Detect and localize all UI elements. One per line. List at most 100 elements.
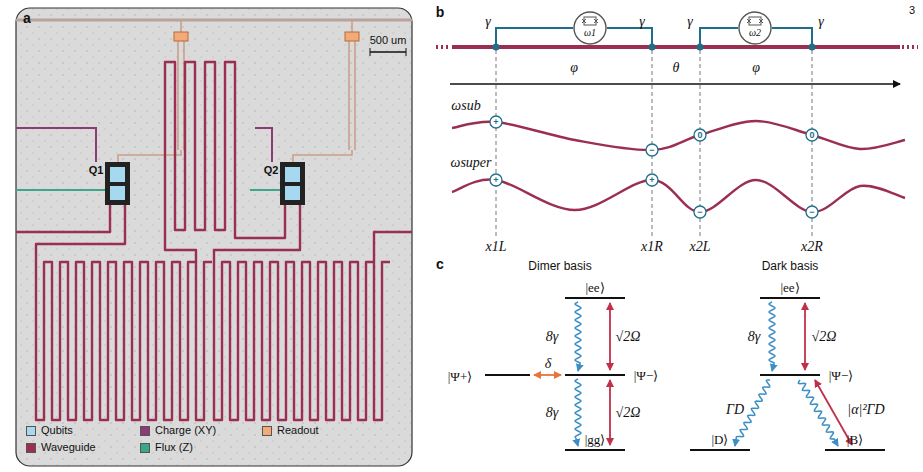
drawing-part: [565, 374, 625, 376]
mode-label: ωsuper: [451, 156, 492, 170]
drawing-part: [36, 205, 125, 262]
basis-title: Dimer basis: [528, 260, 591, 272]
frequency-label: ω1: [584, 28, 596, 38]
drawing-part: [36, 262, 212, 420]
phase-label: φ: [570, 61, 578, 75]
drawing-part: [646, 174, 658, 186]
drawing-part: [110, 167, 125, 182]
drawing-part: [180, 20, 182, 32]
drawing-part: [16, 189, 105, 191]
drawing-part: [496, 28, 573, 47]
scale-bar: [370, 51, 406, 53]
qubit: [105, 162, 305, 205]
mode-label: ωsub: [451, 99, 480, 113]
state-label: |Ψ+⟩: [448, 370, 473, 383]
coupling-rate: γ: [639, 15, 645, 29]
drawing-part: [565, 449, 625, 451]
drawing-part: [374, 232, 412, 262]
sign-mark: 0: [697, 131, 702, 140]
drawing-part: [697, 44, 704, 51]
frequency-label: ω2: [749, 28, 761, 38]
state-label: |ee⟩: [780, 281, 799, 294]
sign-mark: −: [697, 208, 702, 217]
drawing-part: [293, 41, 355, 162]
drawing-part: [280, 162, 305, 205]
sign-mark: −: [649, 146, 654, 155]
drawing-part: [609, 380, 611, 445]
phase-label: θ: [673, 61, 680, 75]
waveguide: [452, 45, 900, 49]
phase-label: φ: [752, 61, 760, 75]
decay-rate: |α|²ΓD: [847, 403, 884, 417]
decay-rate: 8γ: [546, 406, 559, 420]
legend-swatch: [26, 426, 36, 436]
drawing-part: [760, 374, 820, 376]
sign-mark: 0: [809, 131, 814, 140]
panel-letter: a: [23, 11, 31, 25]
drawing-part: [105, 162, 130, 205]
page-number: 3: [909, 5, 915, 16]
sign-mark: +: [493, 176, 498, 185]
guide-line: [496, 50, 812, 236]
readout-pad: [345, 32, 359, 41]
drawing-part: [806, 129, 818, 141]
drawing-part: [496, 50, 497, 236]
charge-line: [16, 128, 272, 162]
drawing-part: [809, 44, 816, 51]
qubit-circle: ω2: [738, 11, 772, 45]
readout-pad: [174, 32, 188, 41]
coupling-rate: γ: [485, 15, 491, 29]
decay-arrow: [798, 380, 838, 446]
detuning-arrow: [534, 374, 561, 376]
drawing-part: [609, 303, 611, 370]
drawing-part: [351, 20, 353, 32]
drawing-part: [285, 186, 300, 200]
drawing-part: [16, 205, 110, 232]
drawing-part: [700, 28, 738, 47]
waveguide: [16, 62, 412, 420]
drawing-part: [214, 205, 300, 262]
legend-text: Waveguide: [41, 442, 96, 453]
drawing-part: [490, 174, 502, 186]
drawing-part: [285, 167, 300, 182]
qubit-circle: ω1: [573, 11, 607, 45]
legend-swatch: [262, 426, 272, 436]
sign-marker: [490, 116, 818, 218]
decay-arrow: [575, 379, 581, 446]
sign-mark: −: [809, 208, 814, 217]
drawing-part: [250, 189, 280, 191]
decay-arrow: [769, 302, 775, 371]
legend-text: Readout: [277, 425, 319, 436]
drawing-part: [652, 50, 653, 236]
drawing-part: [694, 129, 706, 141]
drive-rate: √2Ω: [616, 330, 641, 344]
position-axis: [450, 83, 900, 85]
drawing-part: [493, 44, 500, 51]
drawing-part: [806, 206, 818, 218]
legend-text: Charge (XY): [155, 425, 216, 436]
drawing-part: [649, 44, 656, 51]
drive-rate: √2Ω: [616, 406, 641, 420]
drawing-part: [825, 449, 885, 451]
legend-text: Qubits: [41, 425, 73, 436]
flux-line: [16, 189, 280, 191]
basis-title: Dark basis: [762, 260, 819, 272]
position-label: x2L: [690, 240, 711, 254]
readout-resonator: [118, 20, 355, 162]
drawing-part: [235, 205, 285, 238]
drawing-part: [760, 297, 820, 299]
state-label: |gg⟩: [585, 433, 606, 446]
state-label: |Ψ−⟩: [634, 369, 659, 382]
drawing-part: [804, 303, 806, 370]
decay-rate: 8γ: [546, 330, 559, 344]
drive-rate: √2Ω: [812, 330, 837, 344]
qubit-name: Q1: [89, 165, 104, 176]
state-label: |B⟩: [847, 433, 863, 446]
drawing-part: [110, 186, 125, 200]
drawing-part: [772, 28, 812, 47]
scale-label: 500 um: [370, 35, 407, 46]
chip-frame: [16, 8, 412, 466]
qubit-name: Q2: [264, 165, 279, 176]
state-label: |Ψ−⟩: [829, 369, 854, 382]
